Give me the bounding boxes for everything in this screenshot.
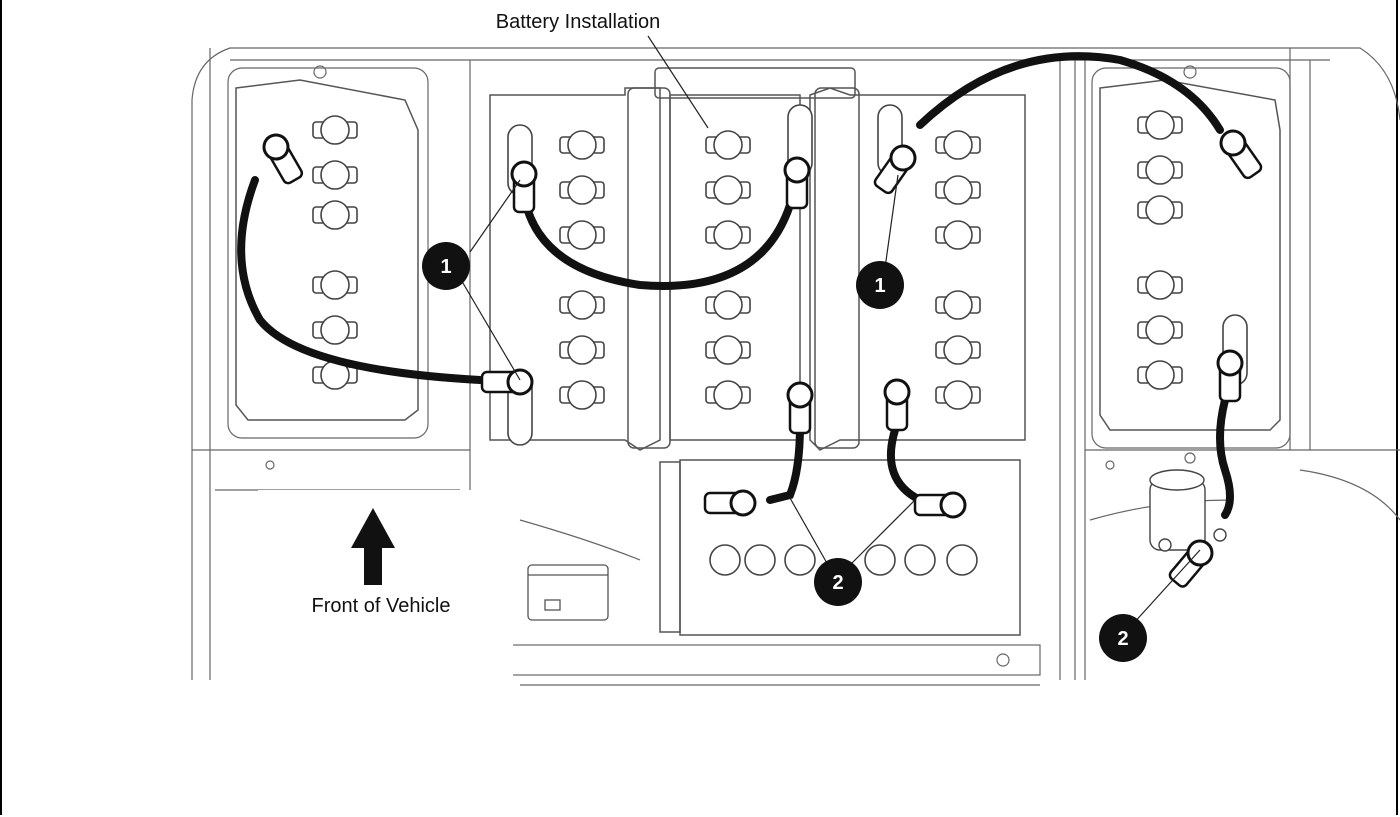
- svg-text:2: 2: [832, 572, 843, 594]
- terminal-post: [567, 130, 597, 160]
- terminal-post: [864, 544, 896, 576]
- cable-lug: [1216, 349, 1244, 403]
- battery-installation-label: Battery Installation: [496, 11, 661, 33]
- cable-center-to-right: [916, 52, 1224, 134]
- terminal-post: [713, 290, 743, 320]
- front-arrow-icon: [351, 508, 395, 585]
- chassis-outline: [191, 47, 1400, 686]
- title-leader-line: [647, 35, 709, 129]
- terminal-post: [943, 335, 973, 365]
- terminal-post: [943, 290, 973, 320]
- terminal-post: [1145, 360, 1175, 390]
- cable-lug: [480, 368, 534, 396]
- terminal-post: [943, 130, 973, 160]
- terminal-post: [567, 335, 597, 365]
- terminal-post: [567, 380, 597, 410]
- terminal-post: [567, 220, 597, 250]
- controller-box: [527, 564, 609, 621]
- terminal-post: [320, 160, 350, 190]
- terminal-post: [567, 290, 597, 320]
- cable-lug: [883, 378, 911, 432]
- svg-text:1: 1: [874, 275, 885, 297]
- cable-lug: [510, 160, 538, 214]
- terminal-post: [709, 544, 741, 576]
- cable-lower-left: [766, 421, 804, 504]
- callout-leaders: [459, 174, 1201, 626]
- cable-lug: [913, 491, 967, 519]
- callout-1-left: 1: [422, 242, 470, 290]
- terminal-post: [320, 115, 350, 145]
- terminal-post: [320, 270, 350, 300]
- cable-lug: [783, 156, 811, 210]
- front-of-vehicle-label: Front of Vehicle: [312, 595, 451, 617]
- solenoid: [1149, 469, 1227, 552]
- terminal-post: [713, 130, 743, 160]
- terminal-post: [713, 380, 743, 410]
- cable-left-to-center: [237, 176, 484, 384]
- terminal-post: [320, 315, 350, 345]
- terminal-post: [1145, 270, 1175, 300]
- cable-lug: [703, 489, 757, 517]
- terminal-post: [1145, 155, 1175, 185]
- terminal-post: [744, 544, 776, 576]
- terminal-post: [784, 544, 816, 576]
- cable-center-jumper: [521, 196, 794, 290]
- cable-lower-right: [886, 426, 924, 504]
- callout-2-lower-left: 2: [814, 558, 862, 606]
- terminal-post: [1145, 110, 1175, 140]
- terminal-post: [713, 175, 743, 205]
- terminal-post: [713, 220, 743, 250]
- front-label-panel: [258, 490, 513, 680]
- terminal-post: [1145, 195, 1175, 225]
- svg-text:1: 1: [440, 256, 451, 278]
- terminal-post: [904, 544, 936, 576]
- terminal-post: [943, 220, 973, 250]
- terminal-post: [567, 175, 597, 205]
- cable-right-to-solenoid: [1216, 396, 1234, 519]
- cable-lug: [873, 144, 917, 195]
- terminal-posts: [312, 104, 1248, 576]
- terminal-post: [320, 200, 350, 230]
- battery-cables: [237, 52, 1234, 519]
- cable-lug: [1168, 539, 1214, 588]
- terminal-post: [1145, 315, 1175, 345]
- terminal-post: [943, 380, 973, 410]
- callout-2-right: 2: [1099, 614, 1147, 662]
- terminal-post: [943, 175, 973, 205]
- cable-lugs: [262, 129, 1263, 588]
- cable-lug: [786, 381, 814, 435]
- cable-lug: [1219, 129, 1263, 180]
- terminal-post: [946, 544, 978, 576]
- cable-lug: [262, 133, 304, 185]
- svg-text:2: 2: [1117, 628, 1128, 650]
- callout-1-right: 1: [856, 261, 904, 309]
- terminal-post: [713, 335, 743, 365]
